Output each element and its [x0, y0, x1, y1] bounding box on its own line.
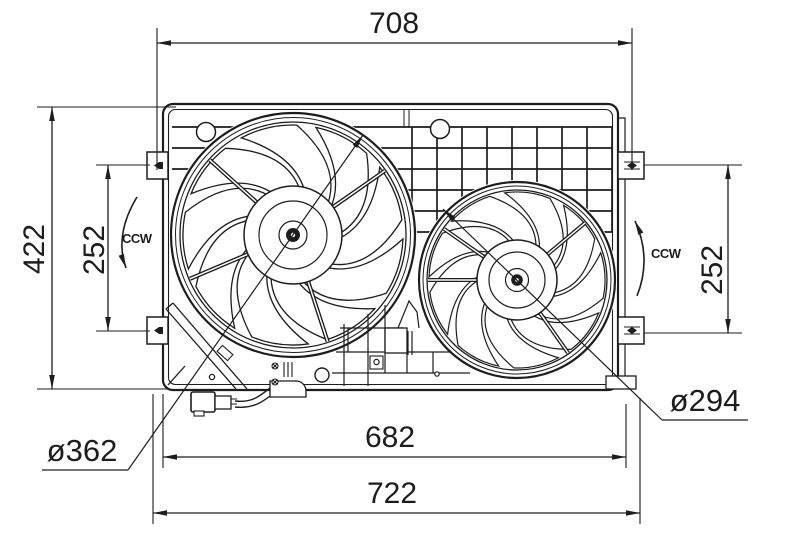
motor-connector: [190, 362, 307, 417]
dimension-layer: 708 422 252 252 682 722 ø362 ø294 CCW CC…: [18, 7, 748, 524]
fasteners: [271, 362, 293, 386]
corner-brace: [165, 302, 248, 390]
leader-right-dia: [442, 208, 663, 421]
dim-top-width: 708: [369, 7, 419, 40]
left-fan-blades: [182, 124, 404, 346]
dim-left-fan-diameter: ø362: [47, 433, 118, 468]
lower-mid-structure: [314, 299, 470, 386]
leader-left-dia: [127, 134, 364, 471]
dim-inner-width: 682: [365, 421, 415, 454]
harness-bracket: [269, 380, 307, 398]
ccw-arrow-right: [634, 220, 645, 297]
dim-right-fan-diameter: ø294: [670, 383, 741, 418]
ccw-label-left: CCW: [122, 231, 153, 246]
bottom-hole: [314, 367, 330, 383]
dim-left-height: 422: [18, 224, 51, 274]
dim-left-mount-pitch: 252: [78, 225, 111, 275]
extension-lines: [37, 28, 742, 524]
shroud-hole-left: [195, 121, 217, 143]
dim-right-mount-pitch: 252: [696, 245, 729, 295]
right-fan-struts: [428, 221, 587, 355]
dim-overall-width: 722: [367, 477, 417, 510]
ccw-label-right: CCW: [651, 246, 682, 261]
ccw-arrow-left: [118, 196, 138, 269]
bottom-right-foot: [605, 375, 637, 390]
brace-slot: [216, 344, 234, 362]
shroud-hole-right: [429, 118, 451, 140]
center-gusset: [397, 299, 420, 329]
top-divider: [403, 110, 410, 127]
left-fan-struts: [189, 158, 387, 343]
